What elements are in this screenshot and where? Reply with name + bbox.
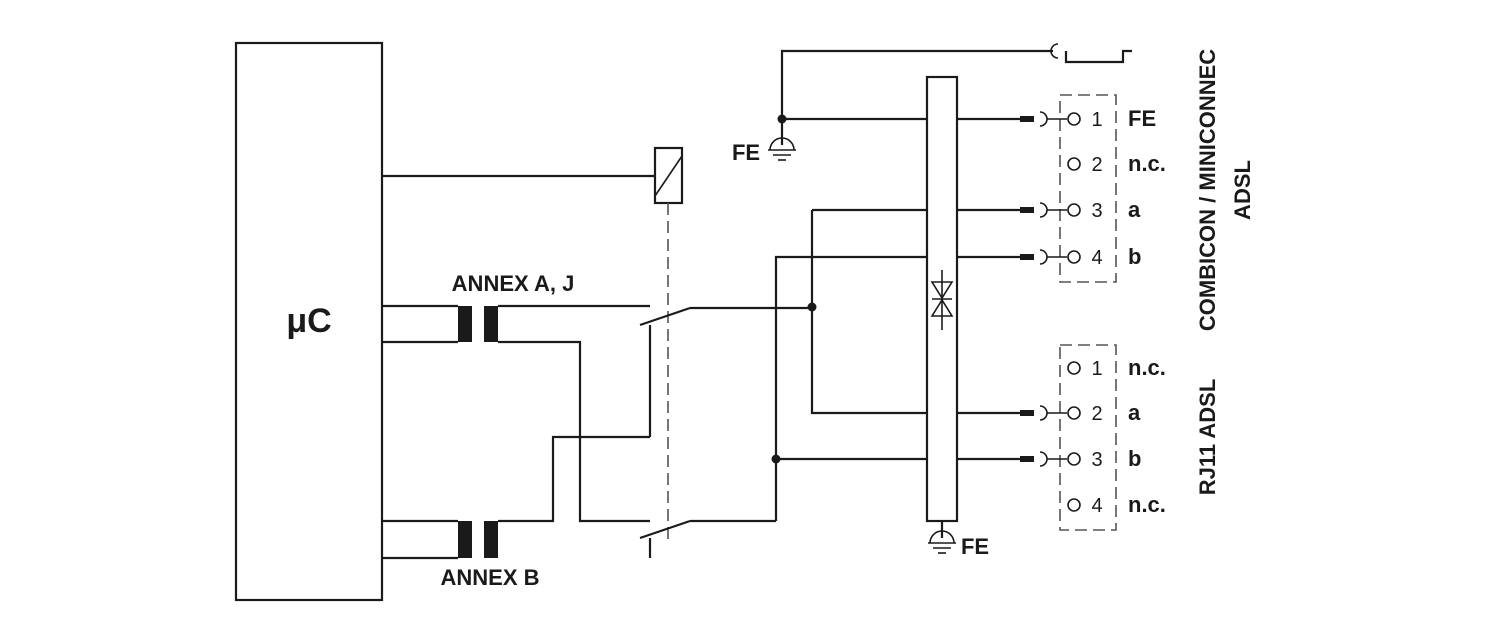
svg-text:n.c.: n.c. (1128, 355, 1166, 380)
pin-row: 1 FE (957, 106, 1156, 131)
transformer-annex-b (458, 521, 498, 558)
svg-text:a: a (1128, 197, 1141, 222)
svg-text:a: a (1128, 400, 1141, 425)
transformer-annex-aj (458, 306, 498, 342)
svg-text:n.c.: n.c. (1128, 151, 1166, 176)
junction-dot (807, 302, 817, 312)
microcontroller-block (234, 41, 384, 602)
pin-row: 4 n.c. (1067, 492, 1166, 517)
pin-row: 3 a (957, 197, 1141, 222)
pin-row: 2 n.c. (1067, 151, 1166, 176)
relay-switch-bottom (639, 519, 691, 558)
relay-coil-symbol (653, 146, 684, 205)
svg-text:3: 3 (1091, 449, 1102, 471)
microcontroller-label: μC (286, 302, 331, 340)
svg-text:b: b (1128, 446, 1141, 471)
connector-bottom-box (1059, 344, 1117, 531)
transformer-top-label: ANNEX A, J (452, 271, 575, 296)
pin-row: 2 a (957, 400, 1141, 425)
svg-text:2: 2 (1091, 403, 1102, 425)
pin-row: 4 b (957, 244, 1141, 269)
junction-dot (771, 454, 781, 464)
transformer-bottom-label: ANNEX B (440, 565, 539, 590)
svg-text:3: 3 (1091, 200, 1102, 222)
pin-row: 1 n.c. (1067, 355, 1166, 380)
din-rail-icon (1050, 43, 1132, 64)
svg-text:1: 1 (1091, 358, 1102, 380)
earth-ground-icon (768, 137, 796, 161)
connector-top-subtitle: ADSL (1230, 160, 1255, 220)
svg-text:b: b (1128, 244, 1141, 269)
svg-text:2: 2 (1091, 154, 1102, 176)
svg-text:FE: FE (1128, 106, 1156, 131)
pin-row: 3 b (957, 446, 1141, 471)
connector-top-title: COMBICON / MINICONNEC (1195, 49, 1220, 331)
connector-top-box (1059, 94, 1117, 283)
svg-text:1: 1 (1091, 109, 1102, 131)
earth-ground-icon (928, 530, 956, 554)
earth-label-bottom: FE (961, 534, 989, 559)
svg-text:n.c.: n.c. (1128, 492, 1166, 517)
svg-text:4: 4 (1091, 247, 1102, 269)
tvs-diode-icon (930, 270, 954, 330)
earth-label-top: FE (732, 140, 760, 165)
connector-bottom-title: RJ11 ADSL (1195, 379, 1220, 496)
relay-switch-top (639, 306, 691, 437)
svg-text:4: 4 (1091, 495, 1102, 517)
